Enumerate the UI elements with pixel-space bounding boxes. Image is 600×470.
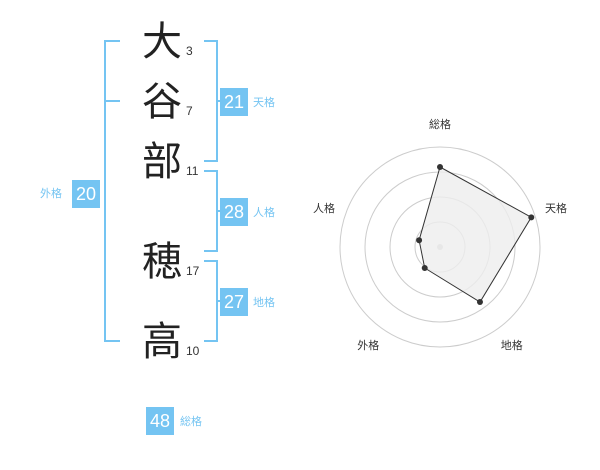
radar-ring <box>339 146 541 348</box>
radar-point-3 <box>476 299 483 306</box>
radar-axis-label-jinkaku: 人格 <box>312 202 335 216</box>
gaikaku-bracket-tick <box>104 100 120 102</box>
radar-axis-label-chikaku: 地格 <box>500 338 523 352</box>
soukaku-badge: 48 <box>146 407 174 435</box>
radar-point-2 <box>528 214 535 221</box>
stroke-count-4: 17 <box>186 264 200 278</box>
jinkaku-label: 人格 <box>253 206 275 219</box>
name-char-4: 穂 <box>142 239 182 285</box>
radar-axis-label-soukaku: 総格 <box>429 118 451 131</box>
radar-axis-label-tenkaku: 天格 <box>545 202 568 216</box>
radar-polygon-layer <box>418 166 532 303</box>
name-char-5: 高 <box>142 319 182 365</box>
radar-point-1 <box>437 164 443 170</box>
chikaku-label: 地格 <box>253 296 275 309</box>
gaikaku-bracket <box>104 40 120 342</box>
tenkaku-bracket-tick <box>216 100 222 102</box>
gaikaku-badge: 20 <box>72 180 100 208</box>
name-char-2: 谷 <box>142 79 182 125</box>
name-char-1: 大 <box>142 19 182 65</box>
tenkaku-badge: 21 <box>220 88 248 116</box>
radar-point-4 <box>421 265 428 272</box>
name-char-3: 部 <box>142 139 182 185</box>
stroke-count-2: 7 <box>186 104 193 118</box>
radar-point-5 <box>416 237 423 244</box>
jinkaku-badge: 28 <box>220 198 248 226</box>
chikaku-bracket-tick <box>216 300 222 302</box>
tenkaku-label: 天格 <box>253 96 275 109</box>
stroke-count-1: 3 <box>186 44 193 58</box>
soukaku-label: 総格 <box>180 415 202 428</box>
radar-axis-label-gaikaku: 外格 <box>357 338 380 352</box>
gaikaku-label: 外格 <box>40 187 62 200</box>
stroke-count-3: 11 <box>186 164 199 178</box>
radar-polygon <box>418 166 532 303</box>
jinkaku-bracket-tick <box>216 210 222 212</box>
chikaku-badge: 27 <box>220 288 248 316</box>
stroke-count-5: 10 <box>186 344 200 358</box>
radar-points <box>416 164 535 306</box>
